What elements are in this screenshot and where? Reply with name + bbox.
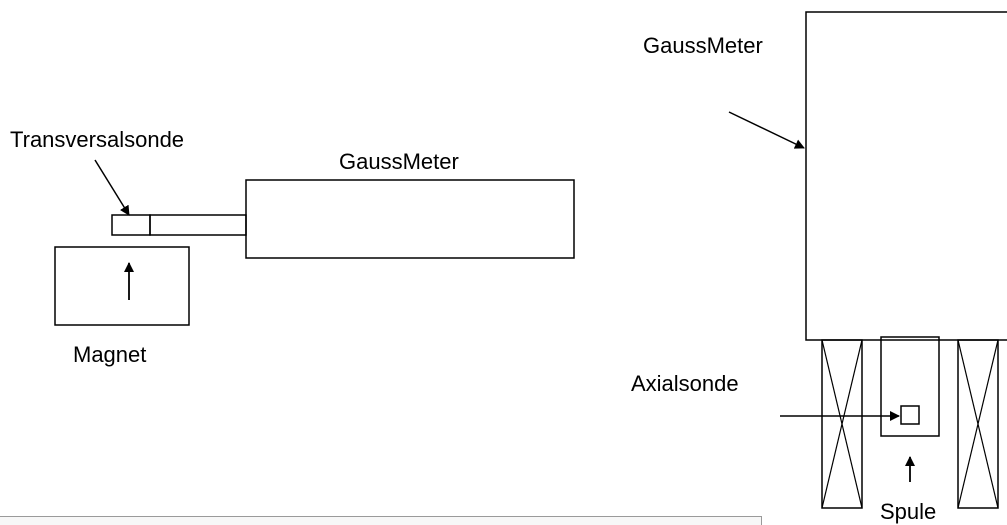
axial-probe-label: Axialsonde — [631, 371, 739, 396]
gaussmeter-right-label: GaussMeter — [643, 33, 763, 58]
transversal-probe-label: Transversalsonde — [10, 127, 184, 152]
gaussmeter-left-label: GaussMeter — [339, 149, 459, 174]
magnet-body — [54, 246, 190, 326]
gaussmeter-right-body — [805, 11, 1007, 341]
transversal-probe-arrow — [94, 159, 130, 216]
coil-left-winding — [821, 339, 863, 509]
right-setup: GaussMeter Axialsonde Sp — [631, 11, 1007, 524]
bottom-panel-edge — [0, 516, 762, 525]
magnet-label: Magnet — [73, 342, 146, 367]
coil-right-winding — [957, 339, 999, 509]
transversal-probe-stem — [149, 214, 247, 236]
transversal-probe-tip — [111, 214, 151, 236]
coil-label: Spule — [880, 499, 936, 524]
axial-probe-sensor — [900, 405, 920, 425]
gaussmeter-right-arrow — [728, 111, 805, 149]
axial-probe-stem — [880, 336, 940, 437]
gaussmeter-left-body — [245, 179, 575, 259]
left-setup: Transversalsonde GaussMeter Magnet — [10, 127, 575, 367]
